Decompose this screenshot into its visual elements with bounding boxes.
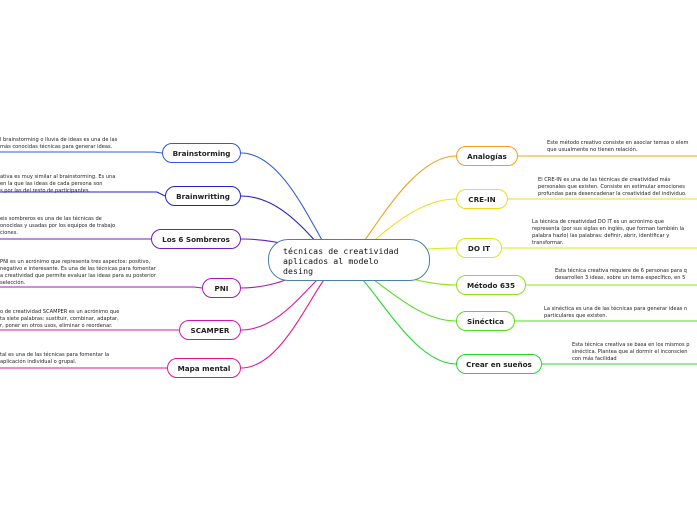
note-line: Esta técnica creativa requiere de 6 pers… [555, 268, 687, 274]
topic-sinectica[interactable]: Sinéctica [456, 311, 515, 331]
note-do-it: La técnica de creatividad DO IT es un ac… [532, 219, 684, 247]
note-line: onocidas y usadas por los equipos de tra… [0, 223, 116, 229]
note-line: desarrollen 3 ideas, sobre un tema espec… [555, 275, 686, 281]
note-line: a creatividad que permite evaluar las id… [0, 273, 156, 279]
topic-metodo-635[interactable]: Método 635 [456, 275, 526, 295]
topic-los-6-sombreros[interactable]: Los 6 Sombreros [151, 229, 241, 249]
topic-pni[interactable]: PNI [202, 278, 241, 298]
note-line: La sinéctica es una de las técnicas para… [544, 306, 688, 312]
note-line: s por las del resto de participantes. [0, 188, 91, 194]
note-metodo-635: Esta técnica creativa requiere de 6 pers… [555, 268, 687, 282]
note-line: l brainstorming o lluvia de ideas es una… [0, 137, 118, 143]
topic-analogias[interactable]: Analogías [456, 146, 518, 166]
central-topic[interactable]: técnicas de creatividad aplicados al mod… [268, 239, 430, 281]
topic-mapa-mental[interactable]: Mapa mental [167, 358, 241, 378]
note-line: que usualmente no tienen relación. [547, 147, 638, 153]
topic-brainstorming[interactable]: Brainstorming [162, 143, 241, 163]
note-underline-left-0 [0, 151, 163, 154]
central-topic-line-1: técnicas de creatividad [283, 246, 399, 256]
note-line: transformar. [532, 240, 564, 246]
note-line: Este método creativo consiste en asociar… [547, 140, 689, 146]
note-brainstorming: l brainstorming o lluvia de ideas es una… [0, 137, 117, 151]
note-line: r, poner en otros usos, eliminar o reord… [0, 323, 113, 329]
note-line: ciones. [0, 230, 18, 236]
note-line: eis sombreros es una de las técnicas de [0, 216, 102, 222]
note-brainwritting: ativa es muy similar al brainstorming. E… [0, 174, 115, 195]
note-analogias: Este método creativo consiste en asociar… [547, 140, 688, 154]
topic-crear-en-suenos[interactable]: Crear en sueños [456, 354, 542, 374]
note-mapa-mental: tal es una de las técnicas para fomentar… [0, 352, 109, 366]
note-line: PNI es un acrónimo que representa tres a… [0, 259, 151, 265]
note-line: La técnica de creatividad DO IT es un ac… [532, 219, 664, 225]
central-topic-line-2: aplicados al modelo [283, 256, 379, 266]
note-pni: PNI es un acrónimo que representa tres a… [0, 259, 156, 287]
note-line: selección. [0, 280, 26, 286]
note-line: Esta técnica creativa se basa en los mis… [572, 342, 690, 348]
note-line: ta siete palabras: sustituir, combinar, … [0, 316, 119, 322]
note-line: sinéctica. Plantea que al dormir el inco… [572, 349, 688, 355]
note-underline-left-1 [0, 191, 166, 197]
note-line: profundas para desencadenar la creativid… [538, 191, 687, 197]
central-topic-line-3: desing [283, 266, 314, 276]
note-line: personales que existen. Consiste en esti… [538, 184, 685, 190]
topic-brainwritting[interactable]: Brainwritting [165, 186, 241, 206]
note-cre-in: El CRE-IN es una de las técnicas de crea… [538, 177, 687, 198]
note-line: aplicación individual o grupal. [0, 359, 77, 365]
note-line: en la que las ideas de cada persona son [0, 181, 103, 187]
note-sinectica: La sinéctica es una de las técnicas para… [544, 306, 687, 320]
note-los-6-sombreros: eis sombreros es una de las técnicas de … [0, 216, 115, 237]
note-line: palabra hazlo) las palabras: definir, ab… [532, 233, 670, 239]
note-line: negativo e interesante. Es una de las té… [0, 266, 156, 272]
note-line: tal es una de las técnicas para fomentar… [0, 352, 110, 358]
topic-cre-in[interactable]: CRE-IN [456, 189, 508, 209]
topic-scamper[interactable]: SCAMPER [179, 320, 241, 340]
note-line: o de creatividad SCAMPER es un acrónimo … [0, 309, 120, 315]
note-line: El CRE-IN es una de las técnicas de crea… [538, 177, 671, 183]
note-line: representa (por sus siglas en inglés, qu… [532, 226, 685, 232]
topic-do-it[interactable]: DO IT [456, 238, 502, 258]
note-crear-en-suenos: Esta técnica creativa se basa en los mis… [572, 342, 690, 363]
connector-left-5 [240, 266, 343, 369]
note-scamper: o de creatividad SCAMPER es un acrónimo … [0, 309, 119, 330]
note-underline-left-3 [0, 286, 203, 289]
note-line: ativa es muy similar al brainstorming. E… [0, 174, 116, 180]
note-line: más conocidas técnicas para generar idea… [0, 144, 113, 150]
note-line: particulares que existen. [544, 313, 608, 319]
note-line: con más facilidad [572, 356, 617, 362]
